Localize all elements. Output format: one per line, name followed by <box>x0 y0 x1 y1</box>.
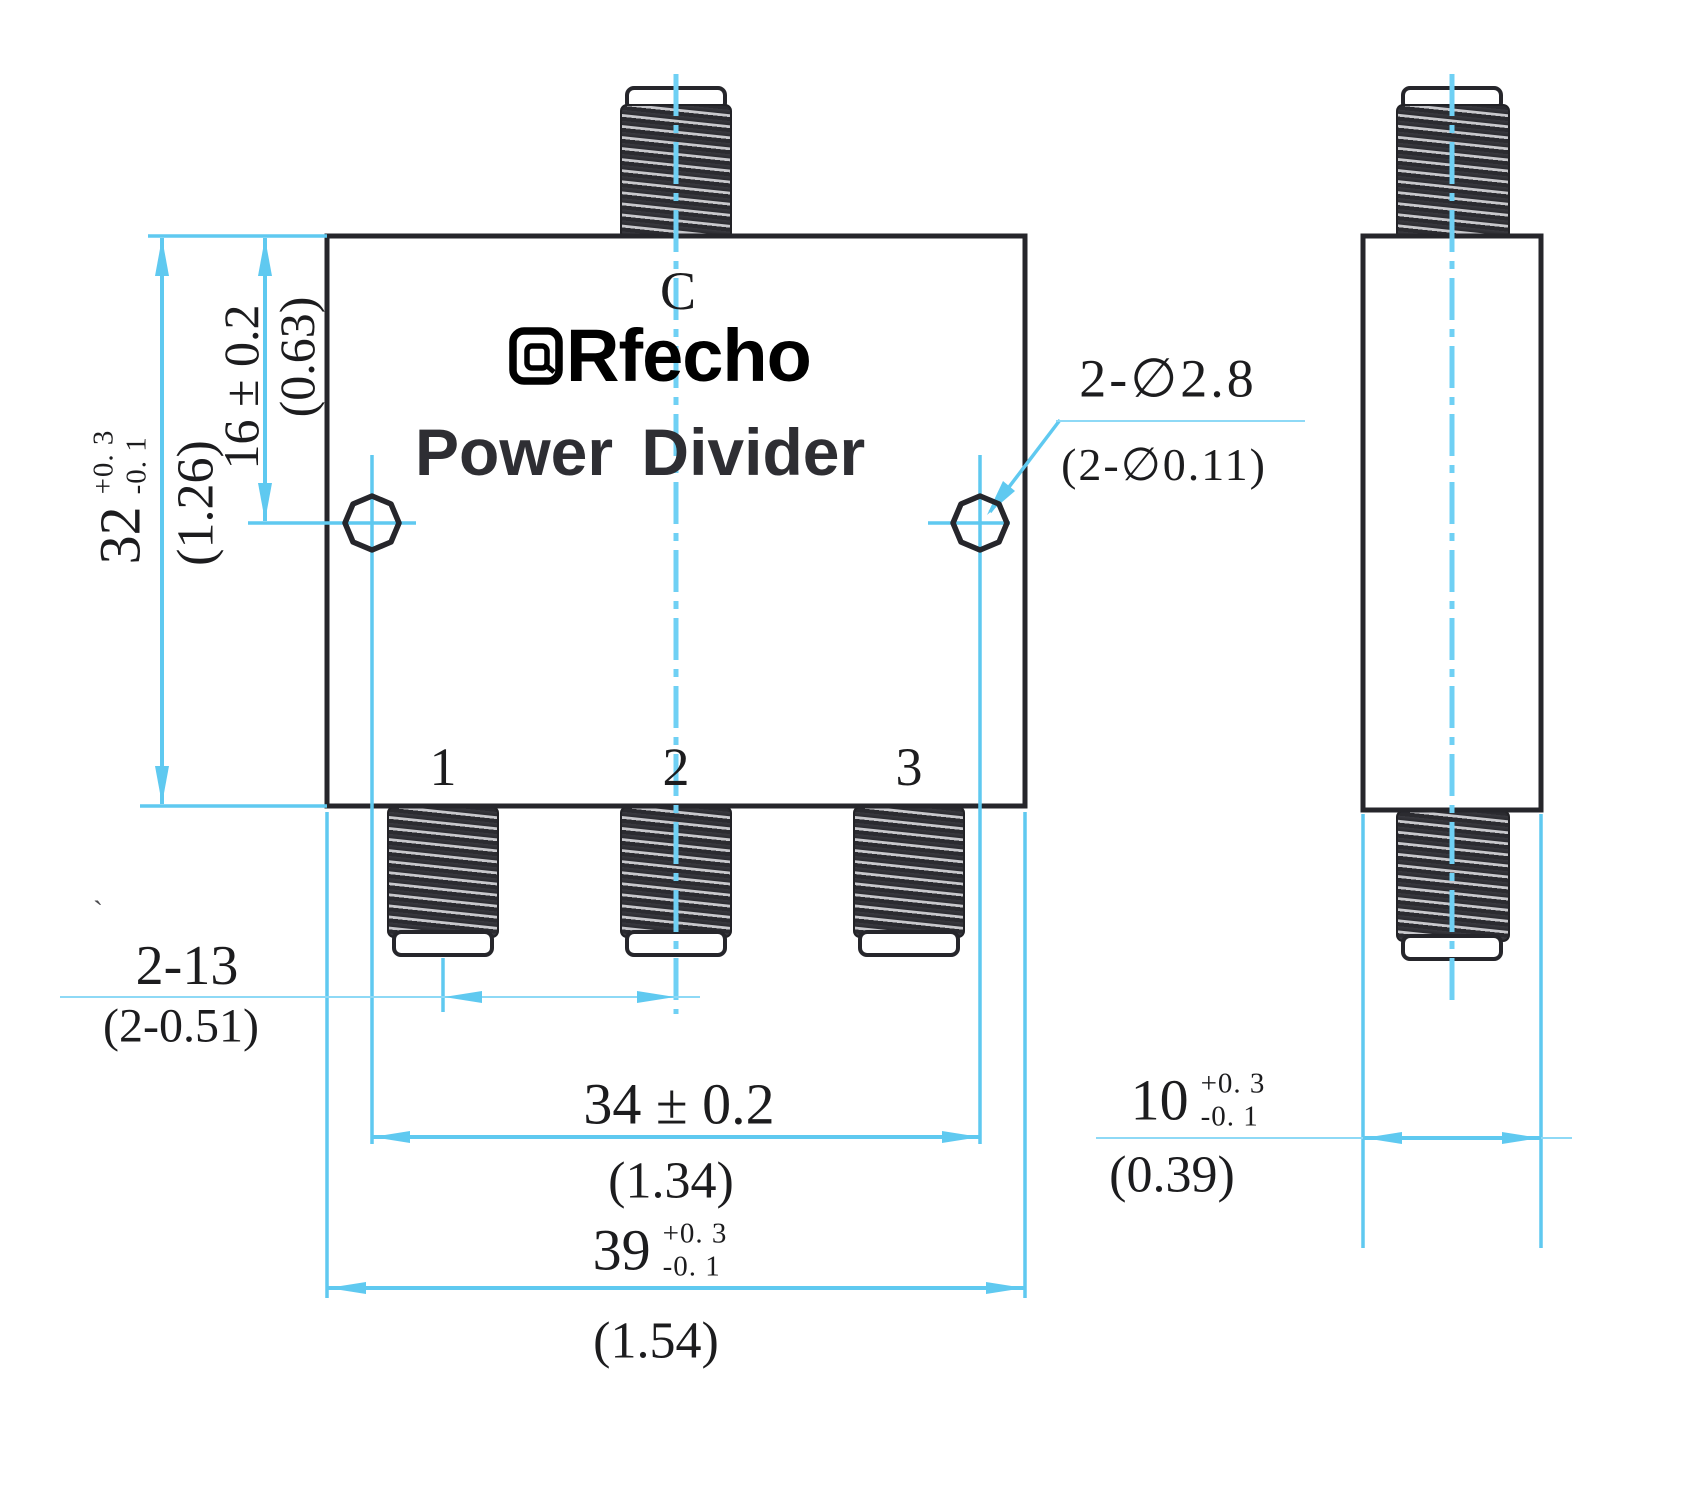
dim-height-mm: 32 +0. 3 -0. 1 <box>88 430 155 565</box>
arrow-34-left <box>372 1131 410 1143</box>
arrow-13-left <box>444 991 482 1003</box>
arrow-32-bottom <box>155 766 169 804</box>
arrow-hole-leader <box>987 481 1015 515</box>
dim-width-value: 39 <box>592 1218 651 1283</box>
port-label-2: 2 <box>662 737 690 797</box>
arrow-39-left <box>328 1282 366 1294</box>
connector-threads <box>853 806 965 938</box>
arrow-10-right <box>1502 1132 1540 1144</box>
arrow-13-right <box>637 991 675 1003</box>
dim-width-mm: 39 +0. 3 -0. 1 <box>593 1218 728 1285</box>
port-label-common: C <box>659 261 697 321</box>
logo-at-icon <box>509 327 563 385</box>
tol-minus: -0. 1 <box>662 1251 721 1283</box>
mounting-hole-left-icon <box>342 493 402 553</box>
port-label-1: 1 <box>429 737 457 797</box>
dimension-arrowheads <box>155 238 1540 1294</box>
dim-hole-span-mm: 34 ± 0.2 <box>583 1071 775 1137</box>
centerlines <box>673 74 1455 1014</box>
dim-mounting-holes-inch: (2-∅0.11) <box>1061 439 1267 490</box>
dim-height-value: 32 <box>88 506 153 565</box>
logo-text: Rfecho <box>566 314 812 397</box>
dim-hole-span-inch: (1.34) <box>608 1152 734 1210</box>
arrow-34-right <box>942 1131 980 1143</box>
mounting-holes <box>342 493 1010 553</box>
dim-port-pitch-mm: 2-13 <box>135 935 239 997</box>
dim-hole-offset-mm: 16 ± 0.2 <box>213 304 269 470</box>
dim-port-pitch-inch: (2-0.51) <box>103 999 259 1053</box>
arrow-16-bottom <box>258 483 272 521</box>
arrow-10-left <box>1364 1132 1402 1144</box>
tol-minus: -0. 1 <box>121 436 153 495</box>
dim-width-inch: (1.54) <box>593 1312 719 1370</box>
tol-plus: +0. 3 <box>1200 1067 1266 1100</box>
connector-cap <box>392 930 494 957</box>
dim-depth-value: 10 <box>1130 1068 1189 1133</box>
tol-minus: -0. 1 <box>1200 1101 1259 1133</box>
mounting-hole-right-icon <box>950 493 1010 553</box>
extension-lines <box>140 234 1543 1298</box>
tol-plus: +0. 3 <box>87 429 120 495</box>
connector-cap <box>858 930 960 957</box>
dim-height-tolerance: +0. 3 -0. 1 <box>88 430 155 495</box>
arrow-39-right <box>986 1282 1024 1294</box>
port-label-3: 3 <box>895 737 923 797</box>
dim-depth-inch: (0.39) <box>1109 1146 1235 1204</box>
dim-depth-tolerance: +0. 3 -0. 1 <box>1201 1068 1266 1135</box>
dim-depth-mm: 10 +0. 3 -0. 1 <box>1131 1068 1266 1135</box>
tol-plus: +0. 3 <box>662 1217 728 1250</box>
arrow-32-top <box>155 238 169 276</box>
dim-width-tolerance: +0. 3 -0. 1 <box>663 1218 728 1285</box>
arrow-16-top <box>258 238 272 276</box>
dim-mounting-holes-mm: 2-∅2.8 <box>1079 348 1257 409</box>
stray-tick-mark: ` <box>93 895 103 928</box>
dim-hole-offset-inch: (0.63) <box>269 296 325 418</box>
product-title: Power Divider <box>415 415 866 489</box>
